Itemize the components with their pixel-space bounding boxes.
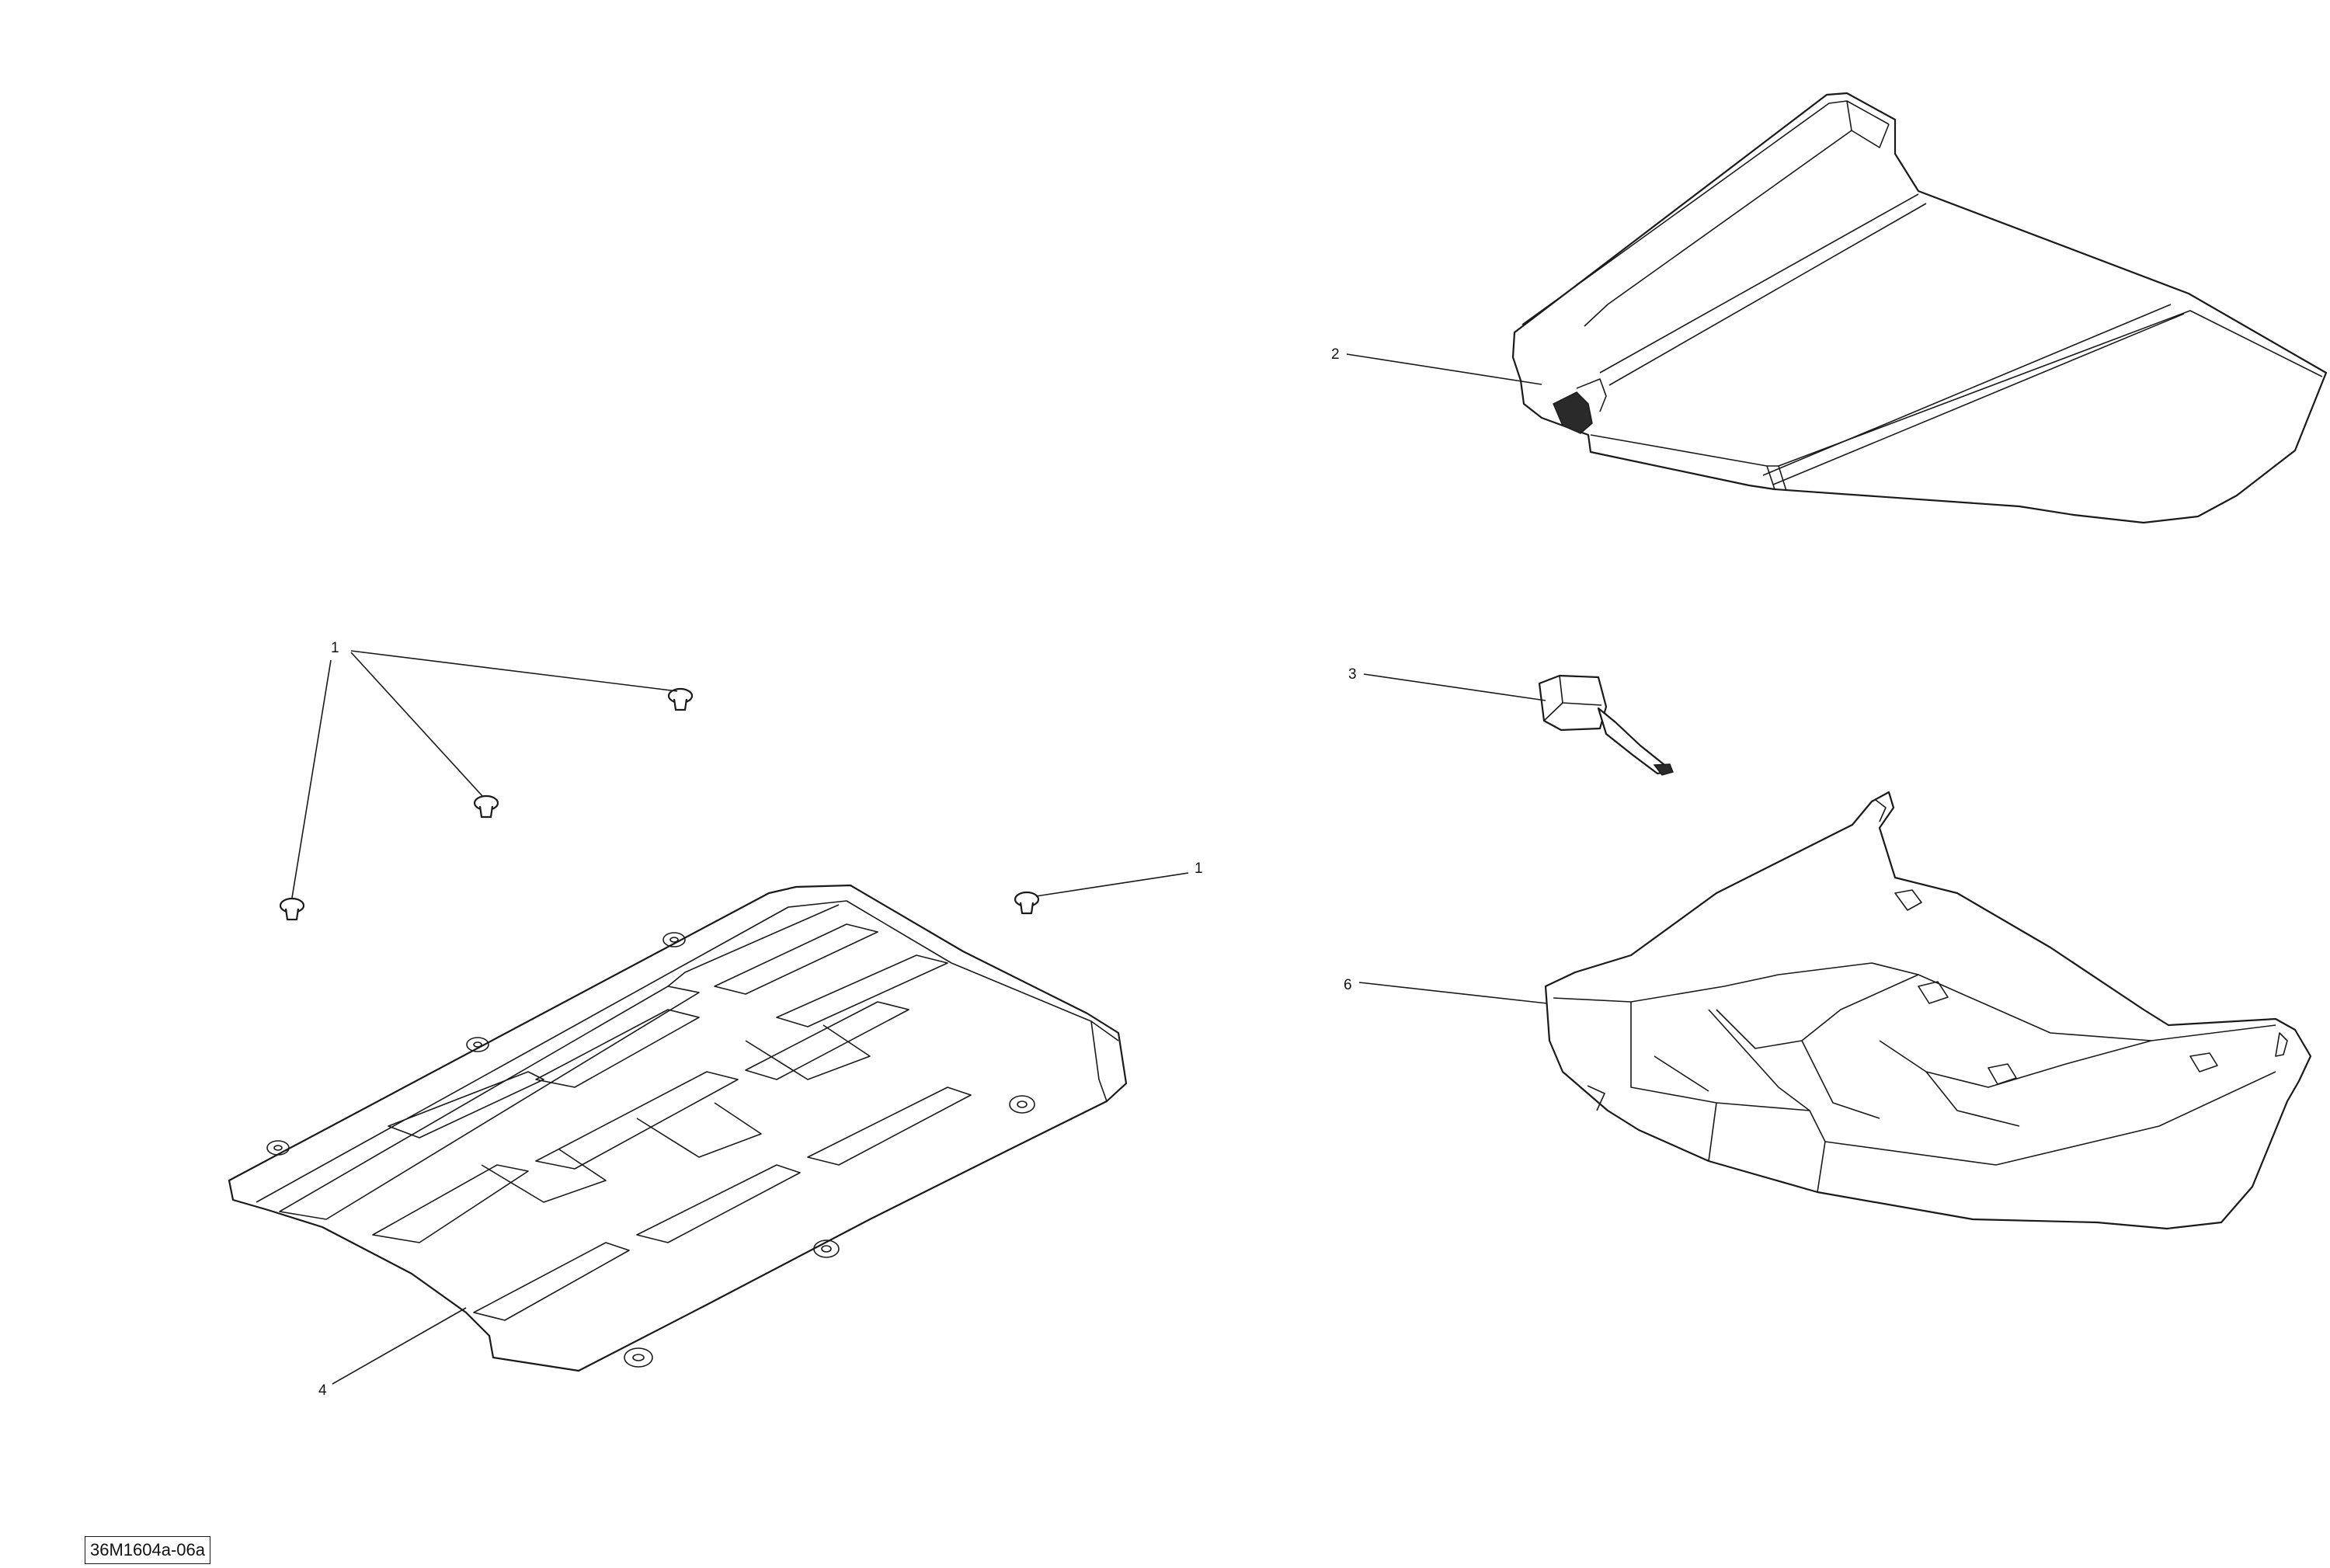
rivet: [473, 794, 499, 819]
callout-6: 6: [1344, 977, 1352, 993]
part-latch-clip: [1538, 674, 1674, 776]
callout-2: 2: [1331, 346, 1340, 363]
drawing-reference-code: 36M1604a-06a: [85, 1536, 211, 1564]
callout-labels: 1 1 2 3 4 6: [318, 346, 1357, 1399]
leader-lines: [291, 353, 1548, 1385]
callout-3: 3: [1348, 666, 1357, 683]
callout-1-b: 1: [1195, 860, 1203, 877]
part-lower-protection-plate: [228, 884, 1128, 1372]
callout-4: 4: [318, 1382, 327, 1399]
part-lower-tray-housing: [1544, 791, 2312, 1230]
callout-1-a: 1: [331, 640, 339, 656]
rivet: [667, 687, 694, 711]
mounting-holes: [266, 932, 1035, 1368]
part-push-in-rivets: [279, 687, 1040, 921]
rivet: [1014, 891, 1040, 915]
rivet: [279, 897, 305, 921]
part-upper-panel: [1511, 92, 2328, 524]
